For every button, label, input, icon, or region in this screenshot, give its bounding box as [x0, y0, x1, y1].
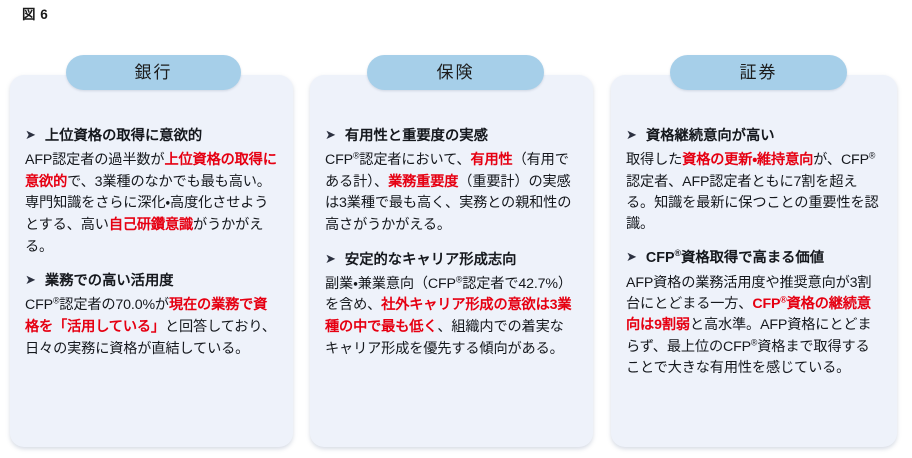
body-text: ®: [674, 248, 682, 259]
highlighted-text: 資格の継続意向は9割弱: [626, 296, 871, 334]
body-text: がうかがえる。: [25, 217, 264, 255]
body-text: が、CFP: [813, 152, 869, 169]
highlighted-text: CFP: [752, 296, 781, 313]
card-bank-block-2: ➤ 業務での高い活用度 CFP®認定者の70.0%が現在の業務で資格を「活用してい…: [25, 272, 277, 360]
body-text: 認定者、AFP認定者ともに7割を超える。知識を最新に保つことの重要性を認識。: [626, 173, 879, 233]
heading-text: 資格継続意向が高い: [645, 128, 775, 144]
body-text: ®: [750, 336, 758, 347]
body-text: CFP: [325, 152, 353, 169]
card-bank-title-pill: 銀行: [66, 55, 241, 90]
body-text: 、組織内での着実なキャリア形成を優先する傾向がある。: [325, 319, 564, 357]
card-bank-body: ➤上位資格の取得に意欲的 AFP認定者の過半数が上位資格の取得に意欲的で、3業種…: [10, 113, 293, 447]
body-text: 取得した: [626, 152, 683, 169]
body-text: 認定者において、: [359, 152, 471, 169]
body-text: 資格取得で高まる価値: [681, 250, 825, 267]
bullet-arrow-icon: ➤: [626, 127, 637, 142]
highlighted-text: 社外キャリア形成の意欲は3業種の中で最も低く: [325, 297, 572, 336]
card-securities-title-pill: 証券: [670, 55, 847, 90]
body-text: で、3業種のなかでも最も高い。専門知識をさらに深化・高度化させようとする、高い: [25, 173, 271, 234]
card-insurance-title-pill: 保険: [367, 55, 544, 90]
body-text: 副業・兼業意向（CFP: [325, 275, 456, 292]
body-text: ®: [868, 150, 876, 161]
body-text: 認定者の70.0%が: [59, 297, 169, 314]
card-securities-block-1-heading: ➤ 資格継続意向が高い: [626, 127, 881, 146]
card-securities-body: ➤資格継続意向が高い 取得した資格の更新・維持意向が、CFP®認定者、AFP認定…: [611, 113, 897, 447]
card-securities-block-2-text: AFP資格の業務活用度や推奨意向が3割台にとどまる一方、CFP®資格の継続意向は…: [626, 273, 881, 379]
card-insurance-block-2-heading: ➤ 安定的なキャリア形成志向: [325, 251, 577, 270]
card-bank-block-2-heading: ➤ 業務での高い活用度: [25, 272, 277, 291]
highlighted-text: 資格の更新・維持意向: [682, 152, 814, 169]
body-text: ®: [52, 295, 60, 306]
body-text: と高水準。AFP資格にとどまらず、最上位のCFP: [626, 317, 872, 355]
highlighted-text: 現在の業務で資格を「活用している」: [25, 297, 268, 336]
body-text: 資格まで取得することで大きな有用性を感じている。: [626, 338, 870, 376]
body-text: （有用である計）、: [325, 152, 569, 190]
heading-text: CFP®資格取得で高まる価値: [645, 248, 825, 267]
card-insurance-body: ➤有用性と重要度の実感 CFP®認定者において、有用性（有用である計）、業務重要…: [310, 113, 593, 447]
bullet-arrow-icon: ➤: [25, 272, 36, 288]
body-text: CFP: [25, 297, 53, 314]
body-text: （重要計）の実感は3業種で最も高く、実務との親和性の高さがうかがえる。: [325, 173, 572, 234]
body-text: と回答しており、日々の実務に資格が直結している。: [25, 319, 276, 357]
card-bank-block-1: ➤上位資格の取得に意欲的 AFP認定者の過半数が上位資格の取得に意欲的で、3業種…: [25, 127, 277, 258]
cards-container: ➤上位資格の取得に意欲的 AFP認定者の過半数が上位資格の取得に意欲的で、3業種…: [0, 55, 912, 455]
heading-text: 上位資格の取得に意欲的: [44, 128, 203, 144]
bullet-arrow-icon: ➤: [325, 250, 336, 266]
card-insurance-block-1: ➤ 有用性と重要度の実感 CFP®認定者において、有用性（有用である計）、業務重要…: [325, 127, 577, 237]
highlighted-text: 業務重要度: [388, 173, 459, 190]
heading-text: 有用性と重要度の実感: [344, 128, 488, 144]
highlighted-text: ®: [780, 294, 787, 305]
card-securities-block-2-heading: ➤ CFP®資格取得で高まる価値: [626, 249, 881, 268]
highlighted-text: 自己研鑽意識: [108, 217, 194, 234]
highlighted-text: 上位資格の取得に意欲的: [25, 152, 277, 190]
card-securities-block-2: ➤CFP®資格取得で高まる価値 AFP資格の業務活用度や推奨意向が3割台にとどま…: [626, 249, 881, 379]
card-insurance-block-2: ➤ 安定的なキャリア形成志向 副業・兼業意向（CFP®認定者で42.7%）を含め、…: [325, 251, 577, 361]
heading-text: 安定的なキャリア形成志向: [344, 251, 517, 268]
bullet-arrow-icon: ➤: [25, 127, 36, 142]
figure-label: 図 6: [22, 7, 49, 22]
card-bank-block-1-text: AFP認定者の過半数が上位資格の取得に意欲的で、3業種のなかでも最も高い。専門知…: [25, 150, 277, 258]
card-insurance-block-1-text: CFP®認定者において、有用性（有用である計）、業務重要度（重要計）の実感は3業…: [325, 150, 577, 236]
card-insurance-block-1-heading: ➤ 有用性と重要度の実感: [325, 127, 577, 146]
card-bank-block-2-text: CFP®認定者の70.0%が現在の業務で資格を「活用している」と回答しており、日…: [25, 295, 277, 360]
body-text: ®: [455, 274, 463, 285]
bullet-arrow-icon: ➤: [626, 249, 637, 265]
body-text: AFP認定者の過半数が: [25, 152, 165, 169]
card-securities: ➤資格継続意向が高い 取得した資格の更新・維持意向が、CFP®認定者、AFP認定…: [611, 75, 897, 447]
card-insurance: ➤有用性と重要度の実感 CFP®認定者において、有用性（有用である計）、業務重要…: [310, 75, 593, 447]
card-bank-block-1-heading: ➤ 上位資格の取得に意欲的: [25, 127, 277, 146]
heading-text: 業務での高い活用度: [44, 273, 174, 290]
card-insurance-block-2-text: 副業・兼業意向（CFP®認定者で42.7%）を含め、社外キャリア形成の意欲は3業…: [325, 274, 577, 360]
body-text: CFP: [645, 250, 675, 267]
card-securities-block-1-text: 取得した資格の更新・維持意向が、CFP® 認定者、AFP認定者ともに7割を超える。…: [626, 150, 881, 235]
bullet-arrow-icon: ➤: [325, 127, 336, 142]
body-text: ®: [352, 150, 360, 161]
card-securities-block-1: ➤ 資格継続意向が高い 取得した資格の更新・維持意向が、CFP® 認定者、AFP認定…: [626, 127, 881, 235]
highlighted-text: 有用性: [470, 152, 513, 169]
body-text: AFP資格の業務活用度や推奨意向が3割台にとどまる一方、: [626, 274, 872, 313]
card-bank: ➤上位資格の取得に意欲的 AFP認定者の過半数が上位資格の取得に意欲的で、3業種…: [10, 75, 293, 447]
body-text: 認定者で42.7%）を含め、: [325, 275, 572, 314]
